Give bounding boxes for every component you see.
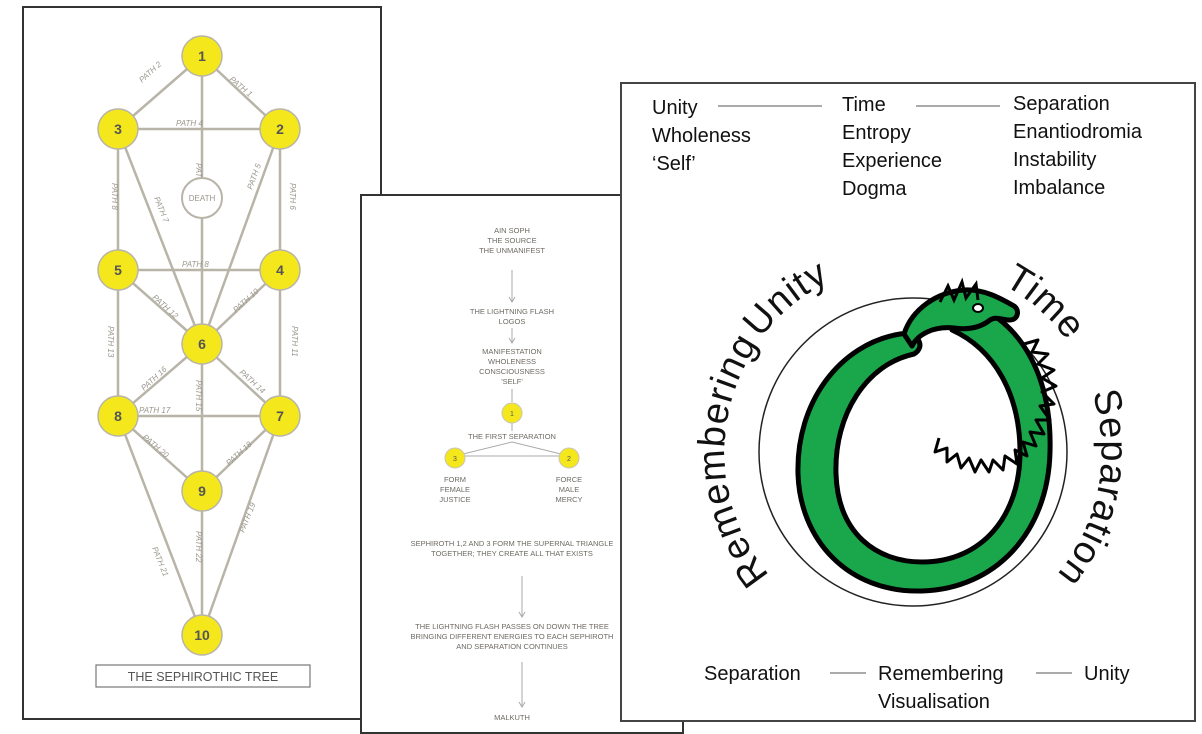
- path-label-16: PATH 16: [139, 365, 169, 393]
- sephirothic-tree-diagram: PATH 2 PATH 1 PATH 4 PATH 3 PATH 8 PATH …: [95, 35, 311, 688]
- energies-line: BRINGING DIFFERENT ENERGIES TO EACH SEPH…: [411, 632, 614, 641]
- top-col3-instability: Instability: [1013, 149, 1096, 171]
- node-1: [181, 35, 223, 77]
- path-label-8: PATH 8: [110, 183, 119, 210]
- node-5: [97, 249, 139, 291]
- tree-caption-box: [95, 664, 311, 688]
- self-line: 'SELF': [501, 377, 523, 386]
- force-line: FORCE: [556, 475, 582, 484]
- node-2-label: 2: [276, 121, 284, 137]
- flow-node-2: [558, 447, 580, 469]
- manifestation-line: MANIFESTATION: [482, 347, 542, 356]
- top-col2-time: Time: [842, 94, 886, 116]
- justice-line: JUSTICE: [439, 495, 470, 504]
- node-9-label: 9: [198, 483, 206, 499]
- top-col2-dogma: Dogma: [842, 178, 907, 200]
- path-label-5: PATH 5: [245, 162, 263, 191]
- malkuth-line: MALKUTH: [494, 713, 530, 722]
- unmanifest-line: THE UNMANIFEST: [479, 246, 545, 255]
- flow-node-3-label: 3: [453, 456, 457, 463]
- node-4-label: 4: [276, 262, 284, 278]
- node-10-label: 10: [194, 627, 210, 643]
- logos-line: LOGOS: [499, 317, 526, 326]
- ouroboros-serpent-icon: [795, 277, 1058, 594]
- top-col2-experience: Experience: [842, 150, 942, 172]
- node-7-label: 7: [276, 408, 284, 424]
- path-label-3: PATH 3: [194, 163, 203, 190]
- bottom-unity: Unity: [1084, 663, 1130, 685]
- path-label-10: PATH 10: [231, 287, 261, 315]
- path-label-9: PATH 8: [182, 260, 209, 269]
- path-label-6: PATH 6: [288, 183, 297, 210]
- node-8: [97, 395, 139, 437]
- node-6: [181, 323, 223, 365]
- top-col1-wholeness: Wholeness: [652, 125, 751, 147]
- top-col1-self: ‘Self’: [652, 153, 696, 175]
- mercy-line: MERCY: [555, 495, 582, 504]
- path-label-13: PATH 13: [106, 326, 115, 358]
- flow-node-1-label: 1: [510, 411, 514, 418]
- top-col3-imbalance: Imbalance: [1013, 177, 1105, 199]
- create-all-line: TOGETHER; THEY CREATE ALL THAT EXISTS: [431, 549, 593, 558]
- node-8-label: 8: [114, 408, 122, 424]
- male-line: MALE: [559, 485, 579, 494]
- form-line: FORM: [444, 475, 466, 484]
- flow-node-1: [501, 402, 523, 424]
- node-9: [181, 470, 223, 512]
- node-5-label: 5: [114, 262, 122, 278]
- flow-nodes: [444, 402, 580, 469]
- ain-soph-line: AIN SOPH: [494, 226, 530, 235]
- tree-caption: THE SEPHIROTHIC TREE: [128, 670, 278, 684]
- path-label-12: PATH 12: [151, 293, 181, 321]
- node-death: [181, 177, 223, 219]
- node-2: [259, 108, 301, 150]
- the-source-line: THE SOURCE: [487, 236, 536, 245]
- node-6-label: 6: [198, 336, 206, 352]
- node-4: [259, 249, 301, 291]
- path-label-7: PATH 7: [152, 195, 171, 224]
- path-label-19: PATH 19: [238, 501, 258, 534]
- node-3: [97, 108, 139, 150]
- flow-node-3: [444, 447, 466, 469]
- bottom-visualisation: Visualisation: [878, 691, 990, 713]
- path-label-18: PATH 18: [224, 440, 254, 468]
- ring-label-remembering: Remembering: [691, 326, 777, 595]
- flash-passes-line: THE LIGHTNING FLASH PASSES ON DOWN THE T…: [415, 622, 609, 631]
- lightning-flash-diagram: AIN SOPH THE SOURCE THE UNMANIFEST THE L…: [411, 226, 614, 722]
- node-10: [181, 614, 223, 656]
- top-col3-enantiodromia: Enantiodromia: [1013, 121, 1143, 143]
- node-3-label: 3: [114, 121, 122, 137]
- bottom-remembering: Remembering: [878, 663, 1004, 685]
- path-label-17: PATH 17: [139, 406, 171, 415]
- path-label-2: PATH 2: [137, 59, 163, 84]
- top-col3-separation: Separation: [1013, 93, 1110, 115]
- node-7: [259, 395, 301, 437]
- sephiroth-nodes: DEATH 1 2 3 4 5 6 7 8: [97, 35, 301, 656]
- bottom-separation: Separation: [704, 663, 801, 685]
- sephirothic-tree-panel: PATH 2 PATH 1 PATH 4 PATH 3 PATH 8 PATH …: [22, 6, 382, 720]
- flow-arrows: [454, 270, 570, 708]
- path-label-1: PATH 1: [228, 75, 254, 99]
- female-line: FEMALE: [440, 485, 470, 494]
- wholeness-line: WHOLENESS: [488, 357, 536, 366]
- node-1-label: 1: [198, 48, 206, 64]
- path-label-15: PATH 15: [194, 380, 203, 412]
- path-label-21: PATH 21: [150, 545, 170, 577]
- path-label-20: PATH 20: [141, 433, 171, 460]
- first-separation-line: THE FIRST SEPARATION: [468, 432, 556, 441]
- path-label-22: PATH 22: [194, 531, 203, 563]
- node-death-label: DEATH: [189, 194, 216, 203]
- flow-node-2-label: 2: [567, 456, 571, 463]
- ouroboros-panel: Unity Wholeness ‘Self’ Time Entropy Expe…: [620, 82, 1196, 722]
- ring-circle: [758, 297, 1068, 607]
- top-col2-entropy: Entropy: [842, 122, 911, 144]
- consciousness-line: CONSCIOUSNESS: [479, 367, 545, 376]
- ouroboros-diagram: Unity Wholeness ‘Self’ Time Entropy Expe…: [652, 93, 1143, 713]
- supernal-triangle-line: SEPHIROTH 1,2 AND 3 FORM THE SUPERNAL TR…: [411, 539, 614, 548]
- top-col1-unity: Unity: [652, 97, 698, 119]
- lightning-flash-line: THE LIGHTNING FLASH: [470, 307, 554, 316]
- path-label-11: PATH 11: [290, 326, 299, 357]
- separation-continues-line: AND SEPARATION CONTINUES: [456, 642, 567, 651]
- path-label-4: PATH 4: [176, 119, 203, 128]
